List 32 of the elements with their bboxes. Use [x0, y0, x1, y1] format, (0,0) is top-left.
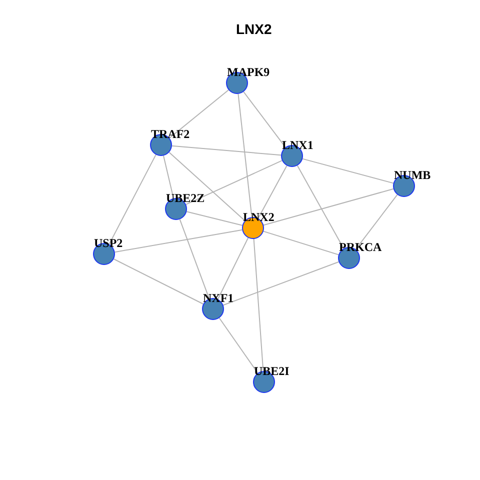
connector-line: [253, 238, 264, 372]
connector-line: [114, 229, 243, 253]
node-label: USP2: [94, 237, 123, 249]
connector-line: [238, 93, 252, 218]
node-label: LNX1: [282, 139, 314, 151]
connector-line: [217, 237, 249, 300]
node-label: NUMB: [394, 169, 431, 181]
connector-line: [168, 152, 246, 222]
node-label: LNX2: [243, 211, 274, 223]
connector-line: [263, 230, 339, 256]
connector-line: [186, 160, 282, 205]
node-label: MAPK9: [227, 66, 270, 78]
connector-line: [302, 158, 394, 184]
connector-line: [296, 165, 344, 249]
node-label: UBE2I: [254, 365, 290, 377]
connector-line: [222, 261, 340, 306]
node-label: UBE2Z: [166, 192, 205, 204]
connector-line: [218, 318, 258, 374]
connector-line: [263, 188, 394, 226]
node-label: TRAF2: [151, 128, 190, 140]
connector-line: [163, 155, 174, 199]
connector-line: [113, 258, 204, 304]
chart-title: LNX2: [236, 21, 272, 38]
node-label: NXF1: [203, 292, 234, 304]
connector-line: [179, 218, 210, 300]
node-label: PRKCA: [339, 241, 382, 253]
connector-line: [169, 90, 229, 138]
connector-line: [108, 154, 156, 245]
connector-line: [186, 211, 243, 226]
connector-line: [258, 165, 288, 219]
connector-line: [172, 145, 282, 156]
connector-line: [355, 194, 398, 250]
